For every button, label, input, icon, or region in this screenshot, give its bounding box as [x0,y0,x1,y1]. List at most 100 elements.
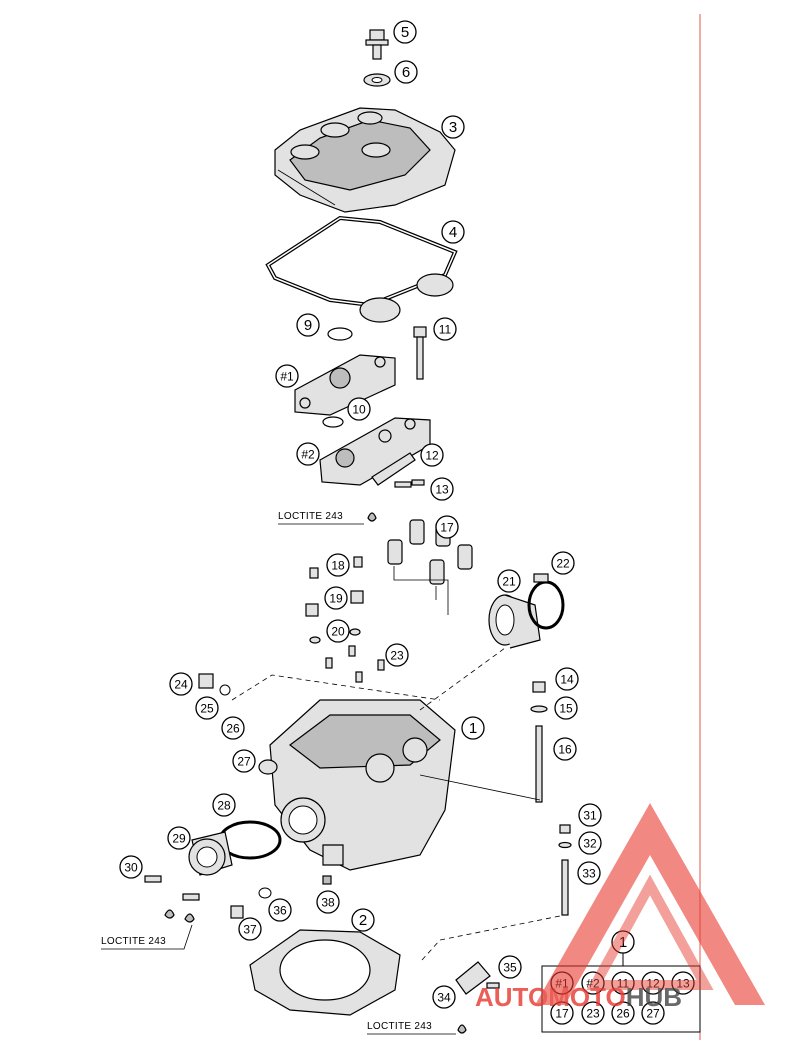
callout-15-21: 15 [554,696,578,720]
callout-label: 2 [359,912,367,929]
part-bolts-30 [144,875,200,901]
callout-circle [420,443,444,467]
callout-circle [432,985,456,1009]
callout-label: 33 [582,867,596,881]
callout-circle [578,831,602,855]
loctite-drop-1 [367,512,377,522]
callout-label: 11 [617,977,630,991]
callout-12-41: 12 [641,971,665,995]
callout-circle [393,20,417,44]
callout-label: 18 [331,559,345,573]
callout-label: 1 [469,720,477,737]
callout-label: 36 [273,904,287,918]
callout-3-2: 3 [441,115,465,139]
callout-13-42: 13 [671,971,695,995]
part-washer-20a [309,636,321,644]
part-oring-10 [322,416,344,428]
callout-circle [268,898,292,922]
callout-label: 35 [503,961,517,975]
callout-label: 30 [124,861,138,875]
callout-label: 13 [676,977,690,991]
part-pins-13 [394,479,425,488]
callout-circle [430,477,454,501]
callout-28-26: 28 [212,793,236,817]
callout-circle [275,364,299,388]
callout-10-7: 10 [347,397,371,421]
watermark-text-part2: HUB [626,982,682,1012]
callout-hash2-39: #2 [581,971,605,995]
callout-17-11: 17 [435,515,459,539]
loctite-drop-3 [184,913,195,923]
callout-17-44: 17 [550,1001,574,1025]
callout-circle [461,716,485,740]
callout-hash2-8: #2 [296,442,320,466]
callout-circle [554,696,578,720]
callout-circle [581,1001,605,1025]
loctite-drop-4 [457,1024,467,1034]
callout-label: 5 [401,24,409,41]
part-bolt-5 [365,29,389,60]
callout-18-13: 18 [326,553,350,577]
callout-label: 11 [439,323,452,337]
part-washer-6 [363,73,391,87]
callout-21-14: 21 [497,569,521,593]
callout-35-37: 35 [498,955,522,979]
callout-label: #2 [301,448,315,462]
callout-label: 12 [646,977,660,991]
part-drawings [101,29,701,1035]
callout-circle [296,442,320,466]
callout-label: 15 [559,702,573,716]
callout-circle [497,569,521,593]
callout-32-29: 32 [578,831,602,855]
loctite-drop-2 [164,909,175,919]
callout-33-31: 33 [577,861,601,885]
callout-label: 4 [449,224,457,241]
callout-circle [611,930,635,954]
callout-26-23: 26 [221,716,245,740]
callout-label: 13 [435,483,449,497]
loctite-label: LOCTITE 243 [367,1021,432,1032]
callout-circle [212,793,236,817]
callout-circle [433,317,457,341]
part-clamp-22 [527,573,565,630]
callout-label: 10 [352,403,366,417]
part-plate-12 [371,452,416,486]
part-intake-boot-21 [488,594,541,649]
callout-23-45: 23 [581,1001,605,1025]
callout-circle [435,515,459,539]
callout-label: 29 [172,832,186,846]
callout-label: 16 [558,743,572,757]
part-plug-24-25 [198,673,231,696]
callout-label: 21 [502,575,516,589]
callout-circle [553,737,577,761]
part-jet-38 [322,875,332,885]
callout-label: 19 [329,592,343,606]
callout-2-34: 2 [351,908,375,932]
part-cam-bridge-1 [294,354,396,416]
callout-circle [441,115,465,139]
callout-6-1: 6 [394,60,418,84]
callout-25-20: 25 [195,696,219,720]
callout-label: 23 [390,649,404,663]
callout-label: 27 [237,755,251,769]
callout-circle [296,313,320,337]
callout-label: 20 [331,625,345,639]
part-holder-34-35 [421,914,566,995]
callout-27-47: 27 [641,1001,665,1025]
callout-34-43: 34 [432,985,456,1009]
part-valve-cover-3 [274,107,456,213]
callout-label: 26 [226,722,240,736]
callout-14-18: 14 [555,667,579,691]
callout-26-46: 26 [611,1001,635,1025]
callout-label: 6 [402,64,410,81]
callout-circle [347,397,371,421]
callout-circle [581,971,605,995]
callout-circle [641,971,665,995]
callout-11-40: 11 [611,971,635,995]
callout-37-35: 37 [238,917,262,941]
callout-circle [555,667,579,691]
callout-circle [385,643,409,667]
part-manifold-29 [188,831,233,876]
